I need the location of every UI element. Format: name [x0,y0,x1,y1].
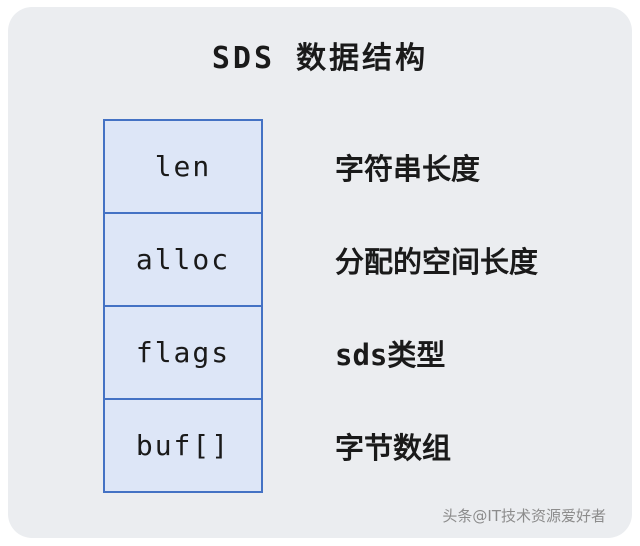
field-box-len: len [103,119,263,214]
struct-row-alloc: alloc 分配的空间长度 [103,212,538,307]
field-name-buf: buf[] [135,429,231,462]
field-box-buf: buf[] [103,398,263,493]
field-desc-len: 字符串长度 [335,151,481,186]
struct-row-buf: buf[] 字节数组 [103,398,538,493]
field-name-alloc: alloc [135,243,231,276]
struct-row-len: len 字符串长度 [103,119,538,214]
field-box-flags: flags [103,305,263,400]
field-name-len: len [154,150,212,183]
field-desc-flags: sds类型 [335,337,446,372]
field-desc-alloc: 分配的空间长度 [335,244,539,279]
diagram-panel: SDS 数据结构 len 字符串长度 alloc 分配的空间长度 flags s… [8,7,632,538]
diagram-title: SDS 数据结构 [211,41,429,76]
watermark: 头条@IT技术资源爱好者 [442,507,606,525]
field-box-alloc: alloc [103,212,263,307]
struct-row-flags: flags sds类型 [103,305,538,400]
field-name-flags: flags [135,336,231,369]
sds-structure-diagram: len 字符串长度 alloc 分配的空间长度 flags sds类型 buf[… [103,119,538,493]
field-desc-buf: 字节数组 [335,430,452,465]
